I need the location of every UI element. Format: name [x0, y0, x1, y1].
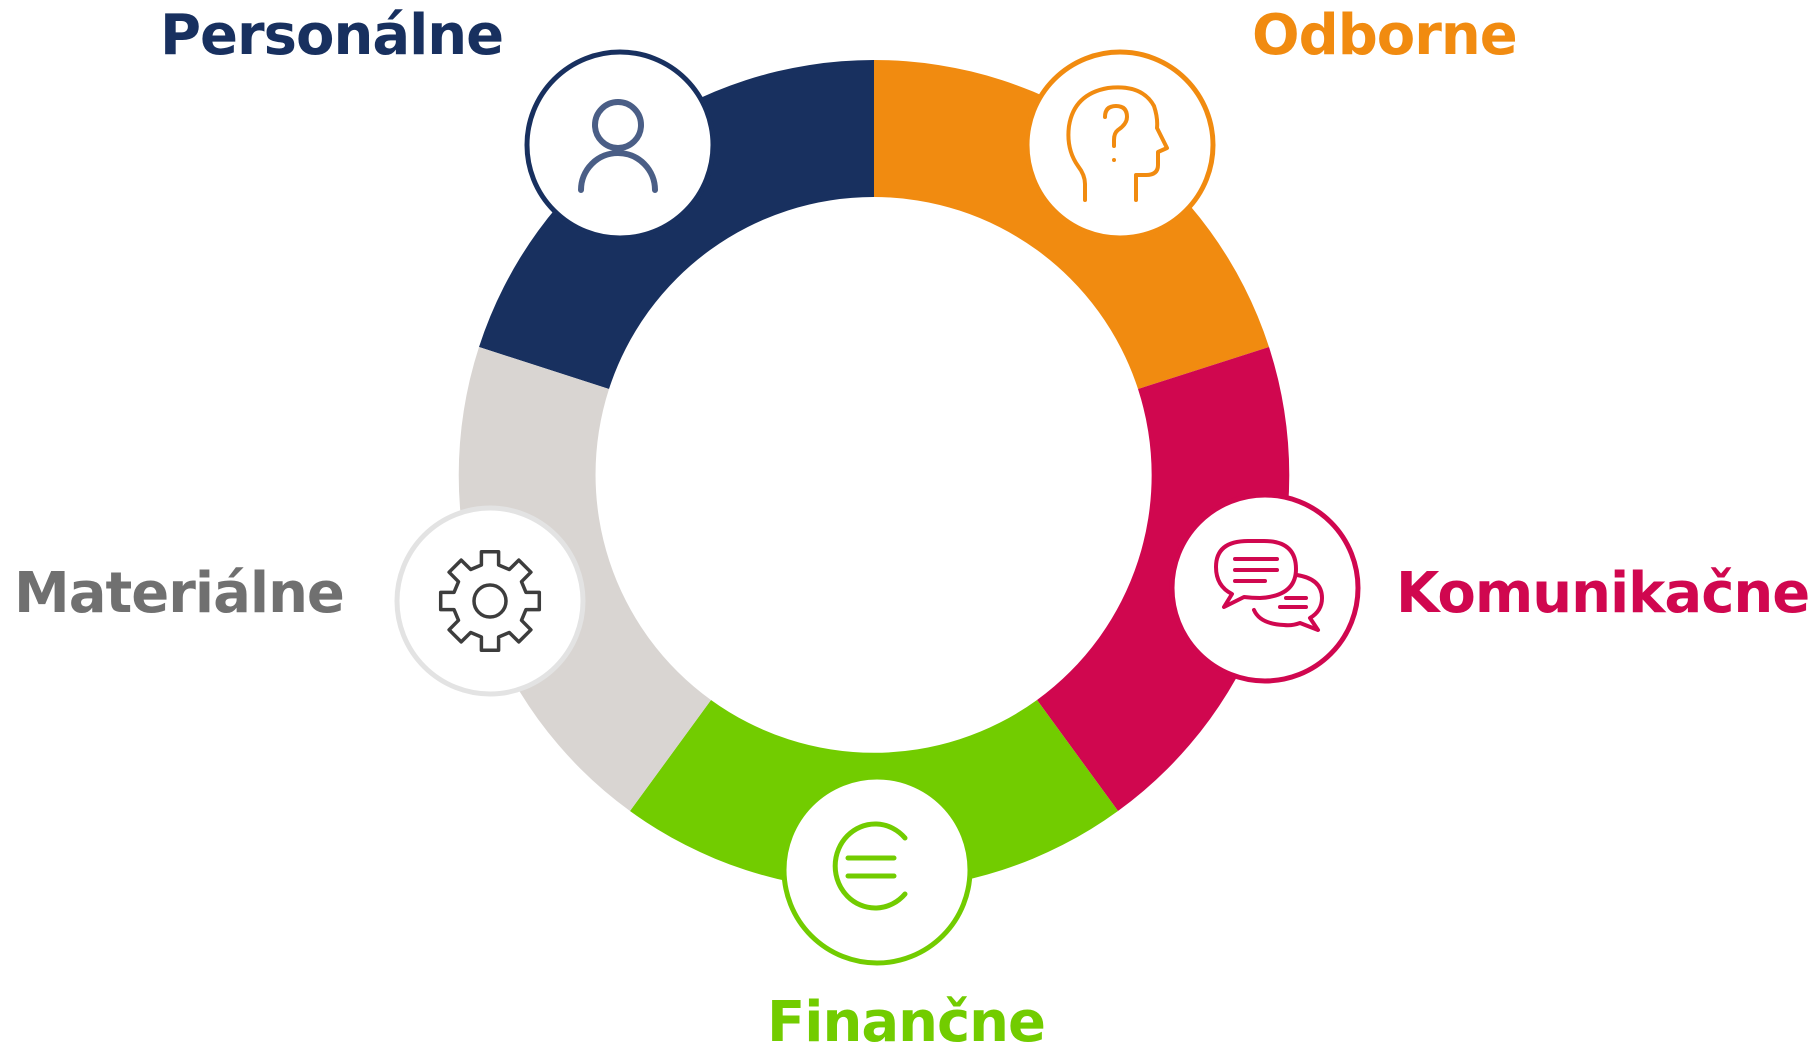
odborne-badge-circle — [1024, 49, 1216, 241]
komunikacne-badge — [1169, 492, 1361, 684]
label-materialne: Materiálne — [14, 561, 345, 626]
personalne-badge — [524, 49, 716, 241]
speech-bubbles-icon — [1214, 539, 1324, 632]
label-komunikacne: Komunikačne — [1396, 561, 1809, 626]
segment-komunikacne — [1037, 347, 1290, 811]
person-icon — [578, 99, 658, 193]
odborne-badge — [1024, 49, 1216, 241]
euro-icon — [832, 821, 908, 911]
segment-materialne — [458, 347, 711, 811]
materialne-badge-circle — [394, 505, 586, 697]
head-question-icon — [1066, 85, 1169, 202]
label-financne: Finančne — [767, 990, 1046, 1055]
label-odborne: Odborne — [1252, 3, 1518, 68]
materialne-badge — [394, 505, 586, 697]
komunikacne-badge-circle — [1169, 492, 1361, 684]
financne-badge-circle — [781, 774, 973, 966]
label-personalne: Personálne — [160, 3, 504, 68]
segment-personalne — [479, 59, 874, 389]
gear-icon — [438, 549, 542, 653]
financne-badge — [781, 774, 973, 966]
